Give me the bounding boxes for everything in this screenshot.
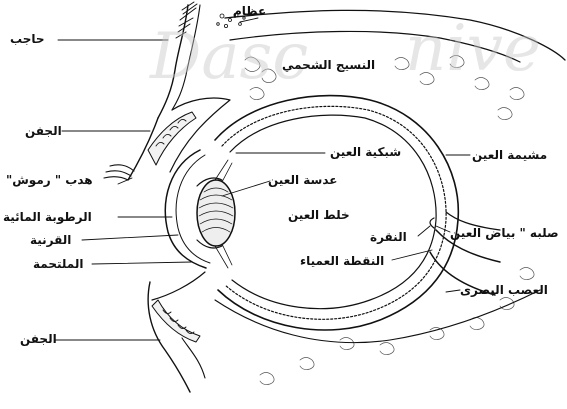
leader-lines: [55, 18, 470, 340]
label-bone: عظام: [233, 4, 266, 18]
label-upper-eyelid: الجفن: [25, 124, 62, 138]
label-eyebrow: حاجب: [10, 32, 45, 46]
label-vitreous: خلط العين: [288, 208, 350, 222]
lower-lid-skin: [182, 338, 205, 378]
eyebrow-hairs: [176, 2, 197, 38]
fovea-mark: [430, 218, 434, 228]
label-eyelashes: هدب " رموش": [6, 173, 93, 187]
label-sclera: صلبه " بياض العين: [450, 226, 559, 240]
brow-skin: [158, 5, 188, 118]
label-choroid: مشيمة العين: [472, 148, 547, 162]
lower-eyelid-inner: [152, 272, 205, 300]
label-blind-spot: النقطة العمياء: [300, 254, 384, 268]
label-conjunctiva: الملتحمة: [33, 257, 83, 271]
label-optic-nerve: العصب البصرى: [460, 283, 548, 297]
label-fovea: النقرة: [370, 230, 407, 244]
label-aqueous-humor: الرطوبة المائية: [3, 210, 92, 224]
label-lens: عدسة العين: [268, 173, 337, 187]
label-retina: شبكية العين: [330, 145, 401, 159]
lens-shape: [197, 180, 235, 246]
label-cornea: القرنية: [30, 233, 71, 247]
label-fatty-tissue: النسيج الشحمي: [282, 58, 375, 72]
label-lower-eyelid: الجفن: [20, 332, 57, 346]
upper-eyelid-inner: [170, 98, 230, 172]
